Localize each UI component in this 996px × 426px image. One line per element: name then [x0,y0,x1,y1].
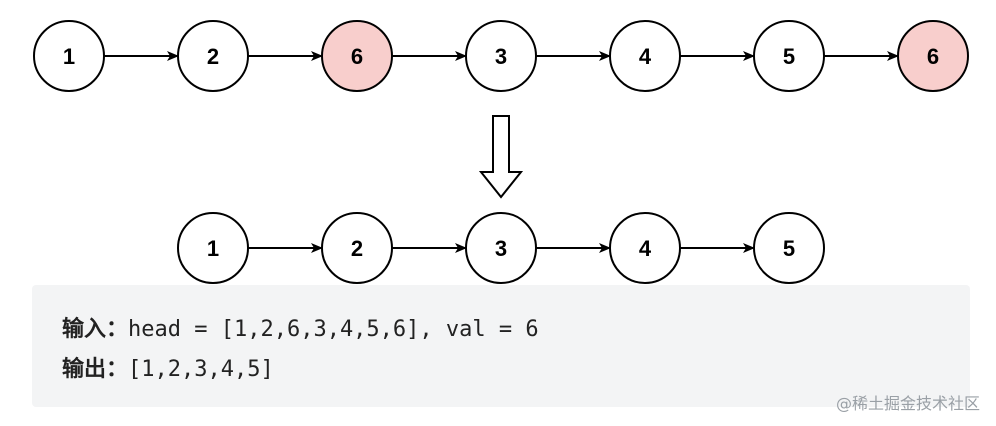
input-text: head = [1,2,6,3,4,5,6], val = 6 [128,317,539,342]
after-node: 3 [465,212,537,284]
node-value: 1 [63,44,75,69]
node-value: 3 [495,236,507,261]
node-value: 3 [495,44,507,69]
before-node: 3 [465,20,537,92]
transform-arrow-icon [478,115,524,199]
node-value: 1 [207,236,219,261]
node-value: 5 [783,44,795,69]
original-list: 1 2 6 3 4 5 6 [33,20,969,92]
before-node: 2 [177,20,249,92]
node-circle [753,212,825,284]
after-node: 4 [609,212,681,284]
before-node: 6 [321,20,393,92]
before-node: 1 [33,20,105,92]
output-line: 输出：[1,2,3,4,5] [62,351,274,383]
before-node: 4 [609,20,681,92]
after-node: 5 [753,212,825,284]
node-value: 5 [783,236,795,261]
before-node: 6 [897,20,969,92]
node-value: 4 [639,44,652,69]
output-label: 输出： [62,357,129,382]
after-node: 1 [177,212,249,284]
after-node: 2 [321,212,393,284]
watermark: @稀土掘金技术社区 [835,394,980,413]
example-box: 输入：head = [1,2,6,3,4,5,6], val = 6 输出：[1… [32,285,970,407]
output-text: [1,2,3,4,5] [128,357,274,382]
before-node: 5 [753,20,825,92]
input-line: 输入：head = [1,2,6,3,4,5,6], val = 6 [62,311,539,343]
input-label: 输入： [62,317,129,342]
linked-list-diagram: 1 2 6 3 4 5 6 1 2 3 4 5 [33,20,969,284]
result-list: 1 2 3 4 5 [177,212,825,284]
node-value: 6 [351,44,363,69]
removed-node-circle [897,20,969,92]
node-value: 2 [351,236,363,261]
node-value: 6 [927,44,939,69]
node-value: 4 [639,236,652,261]
node-value: 2 [207,44,219,69]
